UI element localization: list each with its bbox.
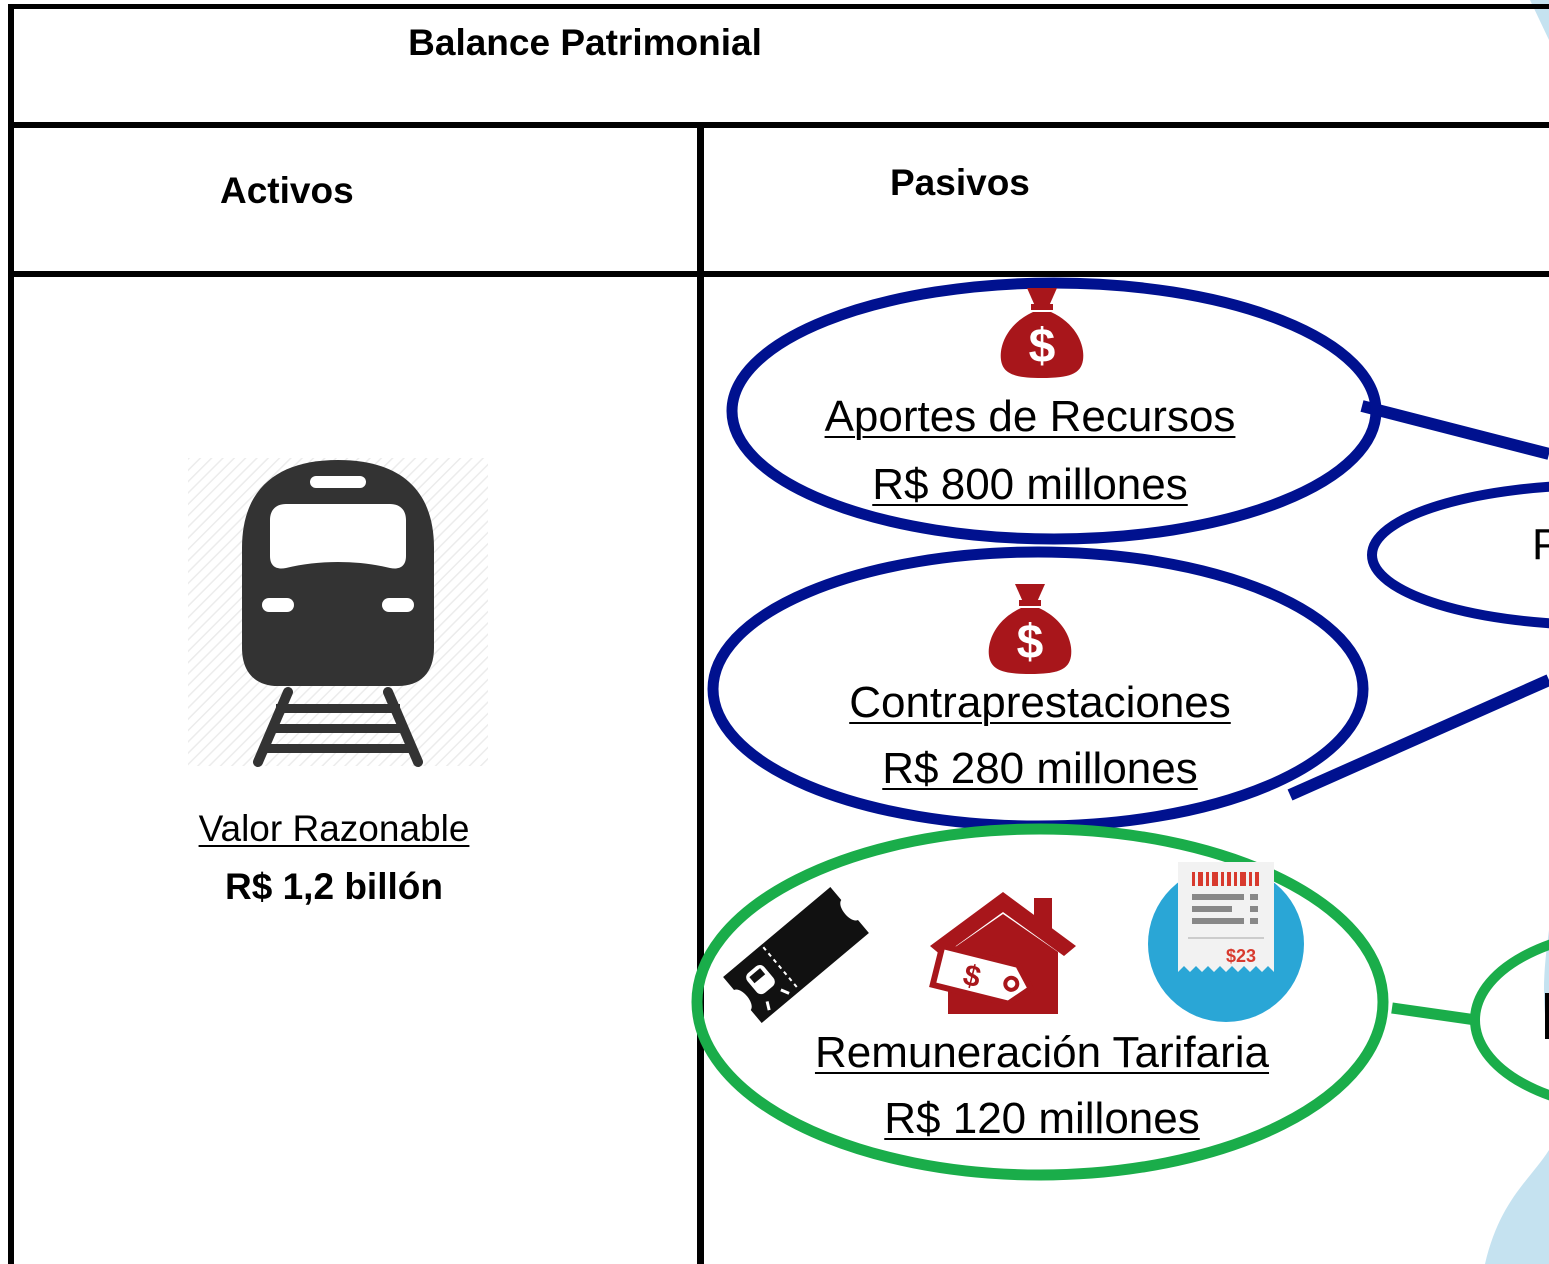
table-border-top — [8, 4, 1549, 9]
remuneracion-value: R$ 120 millones — [884, 1094, 1200, 1143]
receipt-icon: $23 — [1148, 862, 1304, 1022]
table-divider-title — [8, 122, 1549, 128]
table-column-divider — [697, 122, 704, 1264]
table-divider-header — [8, 271, 1549, 277]
table-title: Balance Patrimonial — [408, 22, 762, 63]
connector-contraprestaciones — [1287, 674, 1549, 801]
aportes-value: R$ 800 millones — [872, 460, 1188, 509]
aportes-label: Aportes de Recursos — [824, 392, 1236, 441]
asset-label: Valor Razonable — [198, 808, 470, 849]
svg-text:$: $ — [1017, 616, 1044, 669]
connector-remuneracion — [1391, 1002, 1477, 1026]
cutoff-letter-p: P — [1532, 520, 1549, 569]
cutoff-mark — [1545, 993, 1549, 1039]
ring-remuneracion — [691, 823, 1389, 1181]
table-border-left — [8, 4, 14, 1264]
column-header-liabilities: Pasivos — [890, 162, 1030, 203]
ring-cutoff-blue — [1367, 481, 1549, 629]
column-header-assets: Activos — [220, 170, 354, 211]
house-price-tag-icon: $ — [929, 892, 1076, 1014]
ticket-icon — [723, 887, 869, 1023]
train-icon — [188, 458, 488, 767]
contraprestaciones-value: R$ 280 millones — [882, 744, 1198, 793]
ring-cutoff-green — [1470, 939, 1549, 1101]
asset-value: R$ 1,2 billón — [225, 866, 443, 907]
connector-aportes — [1360, 400, 1549, 460]
remuneracion-label: Remuneración Tarifaria — [814, 1028, 1270, 1077]
money-bag-icon: $ — [988, 584, 1072, 674]
contraprestaciones-label: Contraprestaciones — [849, 678, 1231, 727]
ring-aportes — [726, 277, 1382, 545]
svg-text:$: $ — [1029, 320, 1056, 373]
money-bag-icon: $ — [1000, 288, 1084, 378]
svg-text:$23: $23 — [1226, 946, 1256, 966]
